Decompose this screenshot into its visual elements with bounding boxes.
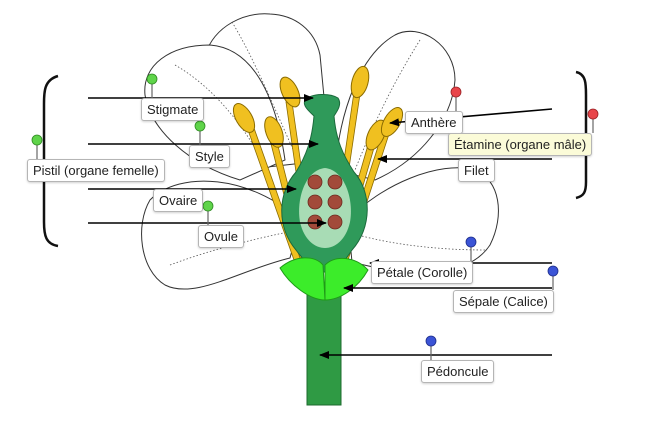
label-ovule[interactable]: Ovule xyxy=(198,225,244,248)
pin-etamine[interactable] xyxy=(587,108,599,133)
label-pedoncule[interactable]: Pédoncule xyxy=(421,360,495,383)
label-style[interactable]: Style xyxy=(189,145,230,168)
pins xyxy=(31,73,599,360)
petal-veins xyxy=(169,21,486,266)
stem xyxy=(306,289,342,406)
label-sepale[interactable]: Sépale (Calice) xyxy=(453,290,554,313)
pin-stigmate[interactable] xyxy=(146,73,158,98)
pin-style[interactable] xyxy=(194,120,206,145)
pin-petale[interactable] xyxy=(465,236,477,261)
sepal-left xyxy=(279,257,326,301)
pin-ovule[interactable] xyxy=(202,200,214,225)
label-pistil[interactable]: Pistil (organe femelle) xyxy=(27,159,165,182)
label-filet[interactable]: Filet xyxy=(458,159,495,182)
ovules xyxy=(307,174,343,230)
label-ovaire[interactable]: Ovaire xyxy=(153,189,204,212)
pin-anthere[interactable] xyxy=(450,86,462,111)
pin-sepale[interactable] xyxy=(547,265,559,290)
sepal-right xyxy=(324,257,369,301)
label-stigmate[interactable]: Stigmate xyxy=(141,98,205,121)
label-etamine[interactable]: Étamine (organe mâle) xyxy=(448,133,593,156)
anthers xyxy=(232,65,404,151)
sepals xyxy=(279,257,369,301)
label-petale[interactable]: Pétale (Corolle) xyxy=(371,261,474,284)
label-anthere[interactable]: Anthère xyxy=(405,111,463,134)
pin-pistil[interactable] xyxy=(31,134,43,159)
pin-pedoncule[interactable] xyxy=(425,335,437,360)
